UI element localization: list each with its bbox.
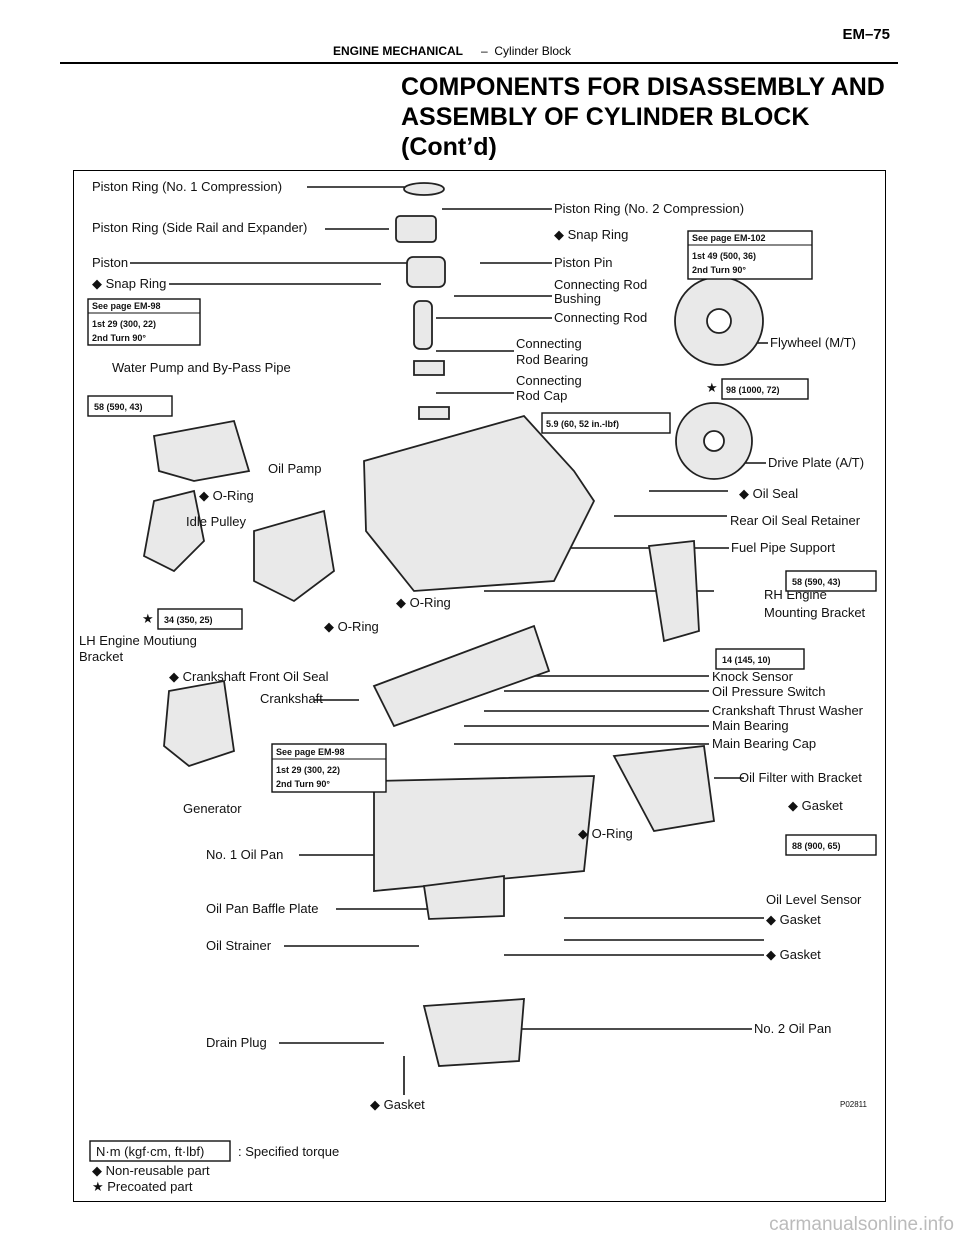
part-labels: Piston Ring (No. 1 Compression) Piston R… <box>79 179 866 1112</box>
torque-box-98: ★ 98 (1000, 72) <box>706 378 809 400</box>
em98-upper-reference: See page EM-98 <box>92 301 161 311</box>
label-no2-oil-pan: No. 2 Oil Pan <box>754 1021 831 1036</box>
em102-reference: See page EM-102 <box>692 233 766 243</box>
label-o-ring-2: ◆ O-Ring <box>396 595 451 610</box>
exploded-diagram-figure: Piston Ring (No. 1 Compression) Piston R… <box>73 170 886 1202</box>
label-o-ring-1: ◆ O-Ring <box>199 488 254 503</box>
label-conrod-cap-2: Rod Cap <box>516 388 567 403</box>
torque-box-em98-upper: See page EM-98 1st 29 (300, 22) 2nd Turn… <box>87 298 201 346</box>
label-oil-level-sensor: Oil Level Sensor <box>766 892 862 907</box>
em98-lower-first-step: 1st 29 (300, 22) <box>276 765 340 775</box>
title-line-2: ASSEMBLY OF CYLINDER BLOCK <box>401 103 810 131</box>
torque-box-em98-lower: See page EM-98 1st 29 (300, 22) 2nd Turn… <box>271 743 387 793</box>
label-oil-pressure-switch: Oil Pressure Switch <box>712 684 825 699</box>
label-crankshaft-front-oil-seal: ◆ Crankshaft Front Oil Seal <box>169 669 329 684</box>
label-conrod-bearing-2: Rod Bearing <box>516 352 588 367</box>
label-o-ring-4: ◆ O-Ring <box>578 826 633 841</box>
page-number: EM–75 <box>842 26 890 43</box>
legend: N·m (kgf·cm, ft·lbf) : Specified torque … <box>89 1140 339 1194</box>
torque-5-9: 5.9 (60, 52 in.-lbf) <box>546 419 619 429</box>
page-header: ENGINE MECHANICAL – Cylinder Block EM–75 <box>60 0 898 64</box>
label-gasket-4: ◆ Gasket <box>370 1097 425 1112</box>
section-title: ENGINE MECHANICAL <box>333 44 464 58</box>
precoated-star-34: ★ <box>142 611 154 626</box>
label-oil-pump: Oil Pamp <box>268 461 321 476</box>
label-drain-plug: Drain Plug <box>206 1035 267 1050</box>
em102-second-step: 2nd Turn 90° <box>692 265 746 275</box>
em98-lower-reference: See page EM-98 <box>276 747 345 757</box>
torque-98: 98 (1000, 72) <box>726 385 780 395</box>
label-knock-sensor: Knock Sensor <box>712 669 794 684</box>
label-gasket-1: ◆ Gasket <box>788 798 843 813</box>
torque-box-58-right: 58 (590, 43) <box>785 570 877 592</box>
label-fuel-pipe-support: Fuel Pipe Support <box>731 540 835 555</box>
label-oil-filter: Oil Filter with Bracket <box>739 770 862 785</box>
torque-box-5-9: 5.9 (60, 52 in.-lbf) <box>541 412 671 434</box>
label-snap-ring-right: ◆ Snap Ring <box>554 227 628 242</box>
label-conrod-bushing-1: Connecting Rod <box>554 277 647 292</box>
torque-34: 34 (350, 25) <box>164 615 213 625</box>
label-conrod-bearing-1: Connecting <box>516 336 582 351</box>
label-gasket-2: ◆ Gasket <box>766 912 821 927</box>
torque-boxes: See page EM-102 1st 49 (500, 36) 2nd Tur… <box>87 230 877 856</box>
torque-88: 88 (900, 65) <box>792 841 841 851</box>
label-conrod-cap-1: Connecting <box>516 373 582 388</box>
label-water-pump: Water Pump and By-Pass Pipe <box>112 360 291 375</box>
label-flywheel: Flywheel (M/T) <box>770 335 856 350</box>
label-conrod-bushing-2: Bushing <box>554 291 601 306</box>
title-line-1: COMPONENTS FOR DISASSEMBLY AND <box>401 73 885 101</box>
label-snap-ring-left: ◆ Snap Ring <box>92 276 166 291</box>
label-conrod: Connecting Rod <box>554 310 647 325</box>
torque-14: 14 (145, 10) <box>722 655 771 665</box>
leader-lines <box>130 186 768 1095</box>
label-oil-seal: ◆ Oil Seal <box>739 486 798 501</box>
label-piston-ring-no2: Piston Ring (No. 2 Compression) <box>554 201 744 216</box>
torque-box-em102: See page EM-102 1st 49 (500, 36) 2nd Tur… <box>687 230 813 280</box>
legend-non-reusable: ◆ Non-reusable part <box>92 1163 210 1178</box>
label-piston: Piston <box>92 255 128 270</box>
label-drive-plate: Drive Plate (A/T) <box>768 455 864 470</box>
title-line-3: (Cont’d) <box>401 133 497 161</box>
label-rear-oil-seal-retainer: Rear Oil Seal Retainer <box>730 513 861 528</box>
page-title: COMPONENTS FOR DISASSEMBLY AND ASSEMBLY … <box>401 72 885 162</box>
label-idle-pulley: Idle Pulley <box>186 514 246 529</box>
torque-box-88: 88 (900, 65) <box>785 834 877 856</box>
figure-code: P02811 <box>840 1100 868 1109</box>
label-gasket-3: ◆ Gasket <box>766 947 821 962</box>
torque-box-34: ★ 34 (350, 25) <box>142 608 243 630</box>
label-thrust-washer: Crankshaft Thrust Washer <box>712 703 864 718</box>
em98-lower-second-step: 2nd Turn 90° <box>276 779 330 789</box>
label-rh-mount-2: Mounting Bracket <box>764 605 866 620</box>
label-oil-strainer: Oil Strainer <box>206 938 272 953</box>
label-o-ring-3: ◆ O-Ring <box>324 619 379 634</box>
legend-torque-text: : Specified torque <box>238 1144 339 1159</box>
header-separator: – <box>481 44 488 58</box>
label-piston-ring-side: Piston Ring (Side Rail and Expander) <box>92 220 307 235</box>
label-lh-mount-1: LH Engine Moutiung <box>79 633 197 648</box>
label-main-bearing-cap: Main Bearing Cap <box>712 736 816 751</box>
label-piston-pin: Piston Pin <box>554 255 613 270</box>
exploded-diagram: Piston Ring (No. 1 Compression) Piston R… <box>79 179 877 1194</box>
subsection-name: Cylinder Block <box>494 44 572 58</box>
watermark: carmanualsonline.info <box>769 1214 954 1235</box>
label-main-bearing: Main Bearing <box>712 718 789 733</box>
subsection-title: – Cylinder Block <box>481 44 571 58</box>
legend-torque-unit: N·m (kgf·cm, ft·lbf) <box>96 1144 204 1159</box>
em98-upper-first-step: 1st 29 (300, 22) <box>92 319 156 329</box>
torque-box-58-left: 58 (590, 43) <box>87 395 173 417</box>
torque-58-right: 58 (590, 43) <box>792 577 841 587</box>
label-baffle-plate: Oil Pan Baffle Plate <box>206 901 319 916</box>
torque-box-14: 14 (145, 10) <box>715 648 805 670</box>
label-generator: Generator <box>183 801 242 816</box>
label-crankshaft: Crankshaft <box>260 691 323 706</box>
label-no1-oil-pan: No. 1 Oil Pan <box>206 847 283 862</box>
label-lh-mount-2: Bracket <box>79 649 123 664</box>
precoated-star-98: ★ <box>706 380 718 395</box>
label-piston-ring-no1: Piston Ring (No. 1 Compression) <box>92 179 282 194</box>
legend-precoated: ★ Precoated part <box>92 1179 193 1194</box>
em102-first-step: 1st 49 (500, 36) <box>692 251 756 261</box>
torque-58-left: 58 (590, 43) <box>94 402 143 412</box>
em98-upper-second-step: 2nd Turn 90° <box>92 333 146 343</box>
component-drawings <box>142 182 764 1067</box>
